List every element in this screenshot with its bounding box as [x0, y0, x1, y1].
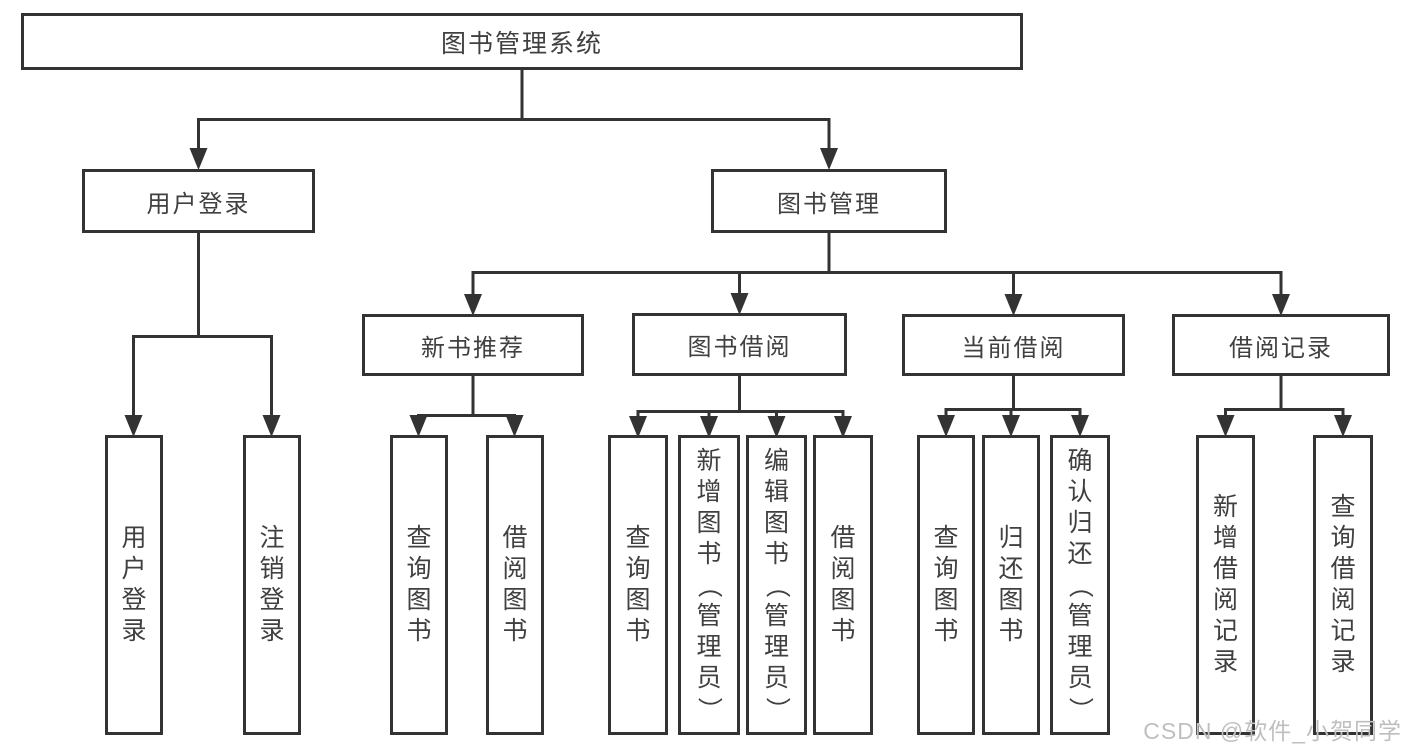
leaf-records-query-record: 查询借阅记录: [1313, 435, 1373, 735]
node-new-book-recommend: 新书推荐: [362, 314, 584, 376]
leaf-current-query-book: 查询图书: [917, 435, 975, 735]
leaf-current-confirm-return-admin: 确认归还（管理员）: [1050, 435, 1110, 735]
leaf-recommend-borrow-book: 借阅图书: [486, 435, 544, 735]
leaf-borrow-borrow-book: 借阅图书: [813, 435, 873, 735]
leaf-current-query-book-label: 查询图书: [933, 524, 959, 645]
node-current-borrow: 当前借阅: [902, 314, 1125, 376]
csdn-watermark: CSDN @软件_小贺同学: [1143, 718, 1402, 744]
node-root-system: 图书管理系统: [21, 13, 1023, 70]
node-user-login: 用户登录: [82, 169, 315, 233]
leaf-borrow-add-book-admin-label: 新增图书（管理员）: [695, 446, 724, 722]
leaf-current-return-book-label: 归还图书: [998, 524, 1024, 645]
node-borrow-records: 借阅记录: [1172, 314, 1390, 376]
leaf-logout: 注销登录: [243, 435, 301, 735]
leaf-borrow-add-book-admin: 新增图书（管理员）: [678, 435, 740, 735]
leaf-borrow-query-book: 查询图书: [608, 435, 668, 735]
node-borrow-records-label: 借阅记录: [1229, 334, 1333, 362]
connector-lines: [132, 69, 1345, 421]
node-book-borrow: 图书借阅: [632, 313, 847, 376]
node-user-login-label: 用户登录: [146, 190, 251, 218]
leaf-user-login-label: 用户登录: [121, 524, 147, 645]
node-book-management-label: 图书管理: [777, 190, 881, 218]
node-new-book-recommend-label: 新书推荐: [421, 334, 525, 362]
leaf-borrow-edit-book-admin: 编辑图书（管理员）: [746, 435, 807, 735]
arrowhead-triangles: [124, 148, 1352, 438]
leaf-logout-label: 注销登录: [259, 524, 285, 645]
node-root-label: 图书管理系统: [440, 29, 603, 58]
leaf-current-return-book: 归还图书: [982, 435, 1040, 735]
node-current-borrow-label: 当前借阅: [961, 334, 1066, 362]
leaf-recommend-query-book: 查询图书: [390, 435, 448, 735]
node-book-borrow-label: 图书借阅: [687, 334, 792, 361]
leaf-recommend-borrow-book-label: 借阅图书: [502, 524, 528, 645]
node-book-management: 图书管理: [711, 169, 947, 233]
leaf-user-login: 用户登录: [105, 435, 163, 735]
leaf-records-query-record-label: 查询借阅记录: [1330, 493, 1356, 676]
leaf-borrow-borrow-book-label: 借阅图书: [830, 524, 856, 645]
leaf-borrow-query-book-label: 查询图书: [625, 524, 651, 645]
leaf-recommend-query-book-label: 查询图书: [406, 524, 432, 645]
leaf-borrow-edit-book-admin-label: 编辑图书（管理员）: [762, 446, 791, 722]
leaf-current-confirm-return-admin-label: 确认归还（管理员）: [1066, 446, 1095, 722]
leaf-records-add-record-label: 新增借阅记录: [1212, 493, 1238, 676]
leaf-records-add-record: 新增借阅记录: [1196, 435, 1255, 735]
